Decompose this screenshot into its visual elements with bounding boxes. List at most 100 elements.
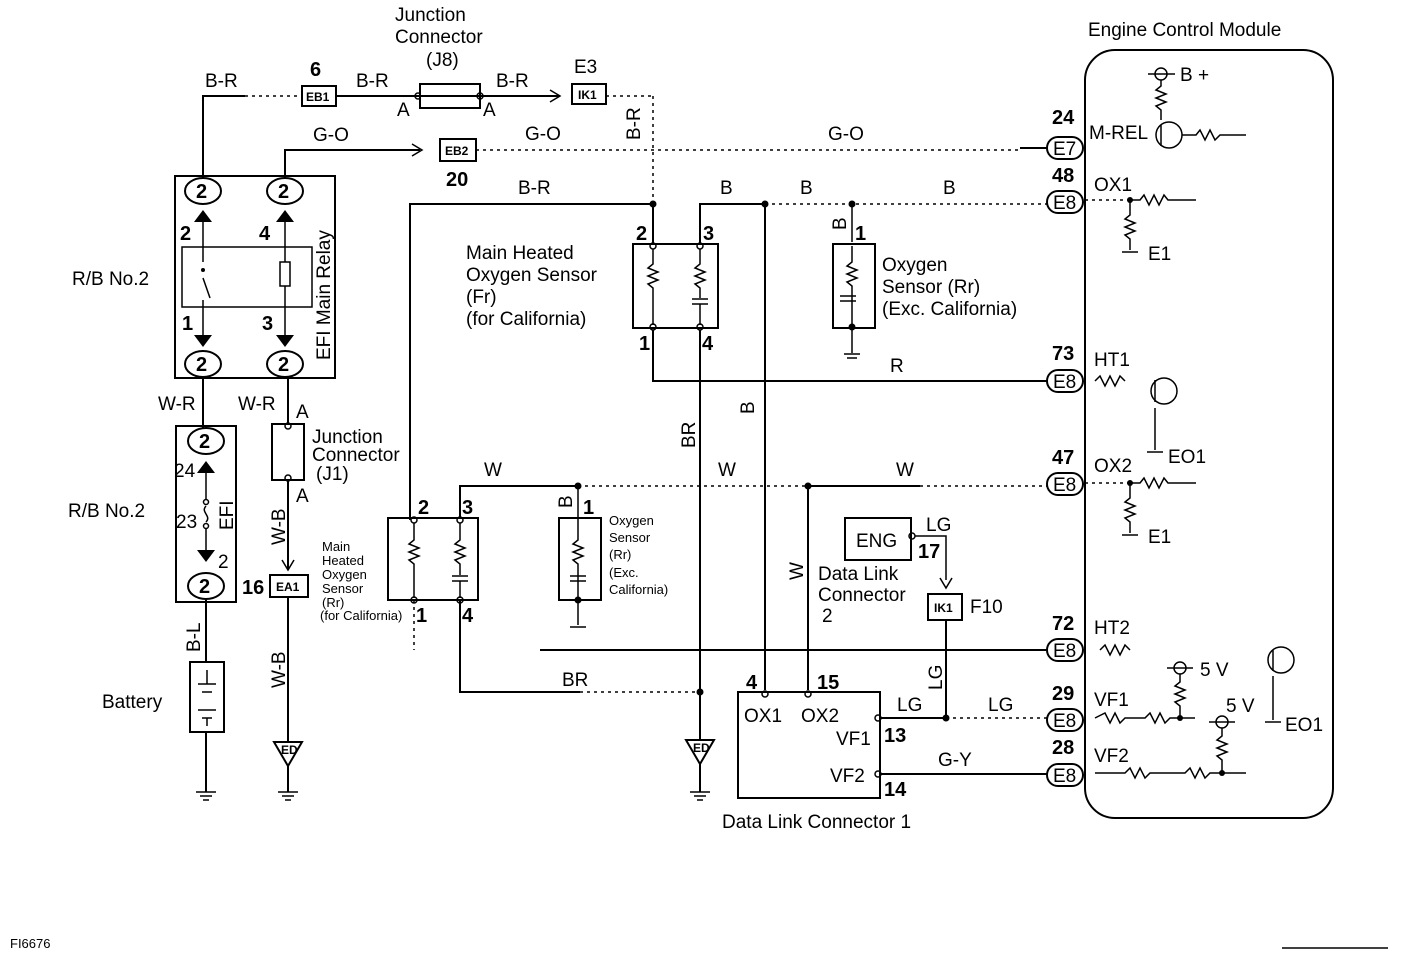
ecm-5v-a: 5 V bbox=[1200, 660, 1229, 681]
ecm-eo1-b: EO1 bbox=[1285, 715, 1323, 736]
wire-wb-2: W-B bbox=[269, 651, 290, 688]
dlc2-pin-17: 17 bbox=[918, 541, 940, 563]
svg-text:(Rr): (Rr) bbox=[609, 547, 631, 562]
wire-w-3: W bbox=[896, 460, 914, 481]
pin-16: 16 bbox=[242, 577, 264, 599]
mfr-pin-4: 4 bbox=[702, 333, 714, 355]
fuse-pin-23: 23 bbox=[176, 512, 197, 533]
svg-text:2: 2 bbox=[278, 181, 289, 203]
svg-text:(Exc.: (Exc. bbox=[609, 565, 639, 580]
wire-w-4: W bbox=[787, 562, 808, 580]
battery-label: Battery bbox=[102, 692, 163, 713]
dlc2-label-2: Connector bbox=[818, 585, 906, 606]
wire-br-2: B-R bbox=[356, 71, 389, 92]
ecm-ht1: HT1 bbox=[1094, 350, 1130, 371]
sm-pin-3: 3 bbox=[462, 497, 473, 519]
pin-72: 72 bbox=[1052, 613, 1074, 635]
pin-29: 29 bbox=[1052, 683, 1074, 705]
pin-73: 73 bbox=[1052, 343, 1074, 365]
mfr-label-4: (for California) bbox=[466, 309, 586, 330]
mfr-pin-1: 1 bbox=[639, 333, 650, 355]
j8-label-2: Connector bbox=[395, 27, 483, 48]
connector-e8-e bbox=[1046, 708, 1084, 732]
connector-e8-a bbox=[1046, 190, 1084, 214]
data-link-connector-1: 4 15 OX1 OX2 VF1 VF2 13 14 LG LG G-Y Dat… bbox=[722, 672, 1047, 833]
engine-control-module: Engine Control Module B + E1 EO1 E1 bbox=[1084, 20, 1334, 819]
svg-text:ED: ED bbox=[281, 743, 298, 757]
wire-wr-2: W-R bbox=[238, 394, 276, 415]
dlc1-pin-13: 13 bbox=[884, 725, 906, 747]
dlc2-label-3: 2 bbox=[822, 606, 833, 627]
pin-28: 28 bbox=[1052, 737, 1074, 759]
ecm-connectors: 24 E7 48 E8 73 E8 47 E8 72 E8 29 E8 28 E… bbox=[1046, 107, 1084, 787]
mfr-label-3: (Fr) bbox=[466, 287, 497, 308]
relay-pin-2-top-left: 2 bbox=[184, 177, 222, 205]
svg-text:Sensor: Sensor bbox=[609, 530, 651, 545]
ecm-m-rel: M-REL bbox=[1089, 123, 1148, 144]
so-pin-1: 1 bbox=[583, 497, 594, 519]
svg-text:E8: E8 bbox=[1053, 641, 1076, 662]
dlc1-pin-14: 14 bbox=[884, 779, 907, 801]
pin-20: 20 bbox=[446, 169, 468, 191]
top-wiring: B-R 6 EB1 B-R A Junction Connector (J8) … bbox=[202, 5, 1047, 690]
fuse-pin-24: 24 bbox=[174, 461, 196, 482]
wr-wires: W-R W-R A bbox=[158, 378, 309, 428]
efi-main-relay-box: R/B No.2 EFI Main Relay 2 2 2 4 1 3 2 bbox=[72, 175, 336, 379]
sm-pin-2: 2 bbox=[418, 497, 429, 519]
main-heated-o2-sensor-fr: Main Heated Oxygen Sensor (Fr) (for Cali… bbox=[466, 223, 1047, 801]
svg-text:E8: E8 bbox=[1053, 711, 1076, 732]
connector-f10: F10 bbox=[970, 597, 1003, 618]
svg-text:E8: E8 bbox=[1053, 372, 1076, 393]
relay-pin-label-2: 2 bbox=[180, 223, 191, 245]
wire-bl: B-L bbox=[184, 622, 205, 652]
ecm-vf2: VF2 bbox=[1094, 746, 1129, 767]
wire-br-low: BR bbox=[562, 670, 588, 691]
relay-pin-2-bottom-left: 2 bbox=[184, 350, 222, 378]
wire-lg-2: LG bbox=[926, 665, 947, 690]
ecm-5v-b: 5 V bbox=[1226, 696, 1255, 717]
svg-text:Oxygen: Oxygen bbox=[609, 513, 654, 528]
connector-ik1-b bbox=[927, 593, 963, 621]
svg-text:Heated: Heated bbox=[322, 553, 364, 568]
svg-text:EB1: EB1 bbox=[306, 90, 330, 104]
svg-text:E7: E7 bbox=[1053, 139, 1076, 160]
wire-b-4: B bbox=[830, 217, 851, 230]
wire-wr-1: W-R bbox=[158, 394, 196, 415]
mfr-label-2: Oxygen Sensor bbox=[466, 265, 598, 286]
efi-label: EFI bbox=[217, 500, 238, 530]
relay-pin-2-top-right: 2 bbox=[266, 177, 304, 205]
j1-label-1: Junction bbox=[312, 427, 383, 448]
relay-pin-2-bottom-right: 2 bbox=[266, 350, 304, 378]
pin-a-3: A bbox=[296, 402, 309, 423]
svg-text:California): California) bbox=[609, 582, 668, 597]
ecm-eo1-a: EO1 bbox=[1168, 447, 1206, 468]
wire-go-3: G-O bbox=[828, 124, 864, 145]
svg-text:2: 2 bbox=[199, 576, 210, 598]
svg-text:2: 2 bbox=[196, 181, 207, 203]
pin-47: 47 bbox=[1052, 447, 1074, 469]
wire-wb-1: W-B bbox=[269, 508, 290, 545]
wire-lg-4: LG bbox=[988, 695, 1013, 716]
wire-w-2: W bbox=[718, 460, 736, 481]
wire-br-1: B-R bbox=[205, 71, 238, 92]
connector-ik1-a bbox=[571, 83, 607, 105]
mfr-pin-3: 3 bbox=[703, 223, 714, 245]
rb-no2-b: R/B No.2 bbox=[68, 501, 145, 522]
wire-br-v: B-R bbox=[624, 107, 645, 140]
ecm-vf1: VF1 bbox=[1094, 690, 1129, 711]
wire-w-1: W bbox=[484, 460, 502, 481]
relay-pin-label-3: 3 bbox=[262, 313, 273, 335]
wire-gy: G-Y bbox=[938, 750, 972, 771]
data-link-connector-2: ENG LG 17 IK1 F10 Data Link Connector 2 … bbox=[818, 515, 1003, 722]
wire-b-2: B bbox=[800, 178, 813, 199]
sm-pin-1: 1 bbox=[416, 605, 427, 627]
pin-48: 48 bbox=[1052, 165, 1074, 187]
ecm-title: Engine Control Module bbox=[1088, 20, 1281, 41]
dlc1-pin-15: 15 bbox=[817, 672, 839, 694]
efi-main-relay-label: EFI Main Relay bbox=[314, 230, 335, 360]
or-label-2: Sensor (Rr) bbox=[882, 277, 980, 298]
svg-text:2: 2 bbox=[278, 354, 289, 376]
junction-j1: Junction Connector (J1) A W-B EA1 W-B ED bbox=[269, 422, 400, 801]
j1-label-3: (J1) bbox=[316, 464, 349, 485]
